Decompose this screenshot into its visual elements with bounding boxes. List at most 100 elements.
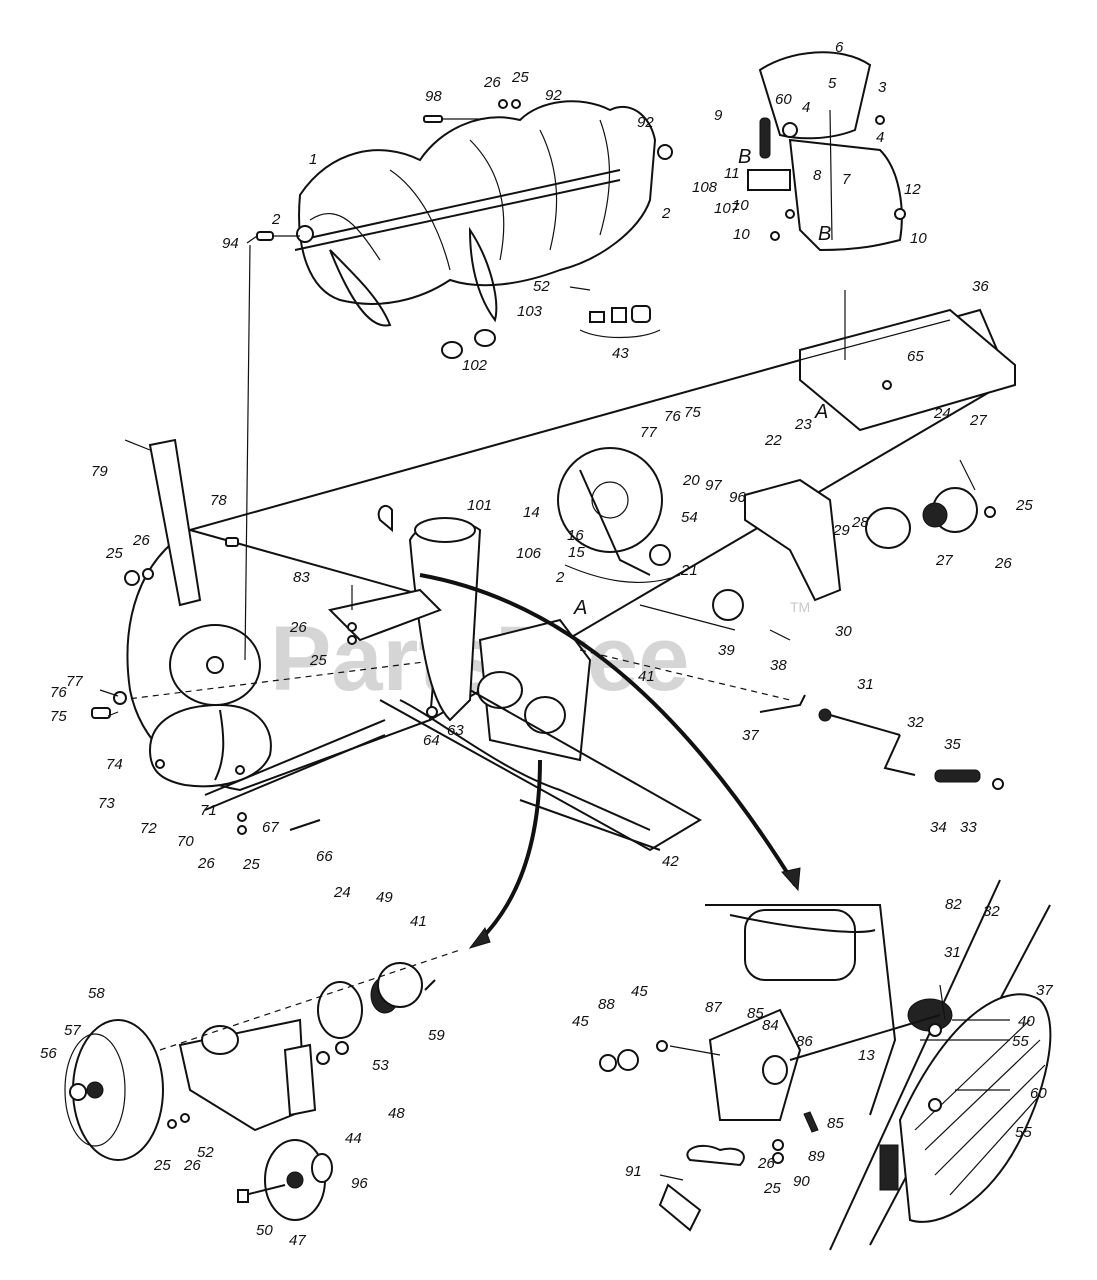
- part-label: 26: [289, 619, 307, 636]
- part-label: 88: [598, 996, 615, 1013]
- part-label: 77: [640, 424, 657, 441]
- part-label: 40: [1018, 1013, 1035, 1030]
- part-label: 101: [467, 497, 492, 514]
- part-label: 86: [796, 1033, 813, 1050]
- part-label: 16: [567, 527, 584, 544]
- part-label: 75: [684, 404, 701, 421]
- part-label: 26: [183, 1157, 201, 1174]
- drive-pulleys: [204, 618, 791, 831]
- part-label: 25: [511, 69, 529, 86]
- chute-deflector: [747, 51, 906, 252]
- part-label: 90: [793, 1173, 810, 1190]
- side-plate-79: [124, 438, 202, 607]
- part-label: 31: [944, 944, 961, 961]
- part-label: 25: [1015, 497, 1033, 514]
- bearing-plate: [744, 459, 996, 602]
- part-label: 22: [764, 432, 782, 449]
- part-label: 58: [88, 985, 105, 1002]
- part-label: 2: [555, 569, 565, 586]
- part-label: 76: [50, 684, 67, 701]
- callout-arrow-right: [419, 573, 797, 887]
- part-label: 97: [705, 477, 722, 494]
- tractor-mount-inset: [599, 879, 1052, 1251]
- bracket-83: [328, 585, 442, 645]
- part-label: 3: [878, 79, 887, 96]
- part-label: 59: [428, 1027, 445, 1044]
- part-label: 70: [177, 833, 194, 850]
- part-label: 39: [718, 642, 735, 659]
- arrowhead-right: [781, 867, 801, 892]
- part-label: 55: [1015, 1124, 1032, 1141]
- part-label: 6: [835, 39, 844, 56]
- part-label: 83: [293, 569, 310, 586]
- part-label: 52: [533, 278, 550, 295]
- part-label: 74: [106, 756, 123, 773]
- part-label: 10: [732, 197, 749, 214]
- part-label: 10: [910, 230, 927, 247]
- part-label: 26: [757, 1155, 775, 1172]
- sprocket-assembly: [557, 447, 744, 621]
- part-label: 82: [945, 896, 962, 913]
- part-label: 65: [907, 348, 924, 365]
- part-label: 55: [1012, 1033, 1029, 1050]
- part-label: 5: [828, 75, 837, 92]
- part-label: 26: [132, 532, 150, 549]
- part-label: 96: [729, 489, 746, 506]
- part-label: 52: [197, 1144, 214, 1161]
- part-label: 56: [40, 1045, 57, 1062]
- part-label: 43: [612, 345, 629, 362]
- part-label: 71: [200, 802, 217, 819]
- part-label: 12: [904, 181, 921, 198]
- section-mark-a: A: [573, 597, 587, 619]
- part-label: 15: [568, 544, 585, 561]
- part-label: 92: [637, 114, 654, 131]
- part-label: 25: [309, 652, 327, 669]
- part-label: 48: [388, 1105, 405, 1122]
- part-label: 24: [933, 405, 951, 422]
- part-label: 1: [309, 151, 317, 168]
- part-label: 37: [742, 727, 759, 744]
- part-label: 91: [625, 1163, 642, 1180]
- drive-frame-42: [379, 689, 702, 852]
- part-label: 25: [153, 1157, 171, 1174]
- part-label: 42: [662, 853, 679, 870]
- part-label: 72: [140, 820, 157, 837]
- part-label: 45: [572, 1013, 589, 1030]
- part-label: 84: [762, 1017, 779, 1034]
- part-label: 37: [1036, 982, 1053, 999]
- part-label: 4: [802, 99, 810, 116]
- part-label: 66: [316, 848, 333, 865]
- part-label: 87: [705, 999, 722, 1016]
- section-mark-b: B: [738, 146, 751, 168]
- pulley-inset: [64, 949, 461, 1221]
- crank-assembly: [759, 694, 1004, 790]
- section-mark-a: A: [814, 401, 828, 423]
- part-label: 41: [638, 668, 655, 685]
- part-label: 102: [462, 357, 488, 374]
- part-label: 32: [907, 714, 924, 731]
- part-label: 64: [423, 732, 440, 749]
- part-label: 8: [813, 167, 822, 184]
- part-label: 92: [545, 87, 562, 104]
- part-label: 41: [410, 913, 427, 930]
- part-label: 24: [333, 884, 351, 901]
- part-label: 54: [681, 509, 698, 526]
- part-label: 26: [483, 74, 501, 91]
- part-label: 47: [289, 1232, 306, 1249]
- part-label: 25: [105, 545, 123, 562]
- part-label: 25: [763, 1180, 781, 1197]
- part-label: 10: [733, 226, 750, 243]
- part-label: 27: [969, 412, 987, 429]
- part-label: 63: [447, 722, 464, 739]
- part-label: 44: [345, 1130, 362, 1147]
- callout-arrow-left: [478, 759, 542, 942]
- part-label: 53: [372, 1057, 389, 1074]
- part-label: 67: [262, 819, 279, 836]
- part-label: 98: [425, 88, 442, 105]
- part-label: 26: [994, 555, 1012, 572]
- part-label: 2: [271, 211, 281, 228]
- part-label: 35: [944, 736, 961, 753]
- part-label: 79: [91, 463, 108, 480]
- part-label: 4: [876, 129, 884, 146]
